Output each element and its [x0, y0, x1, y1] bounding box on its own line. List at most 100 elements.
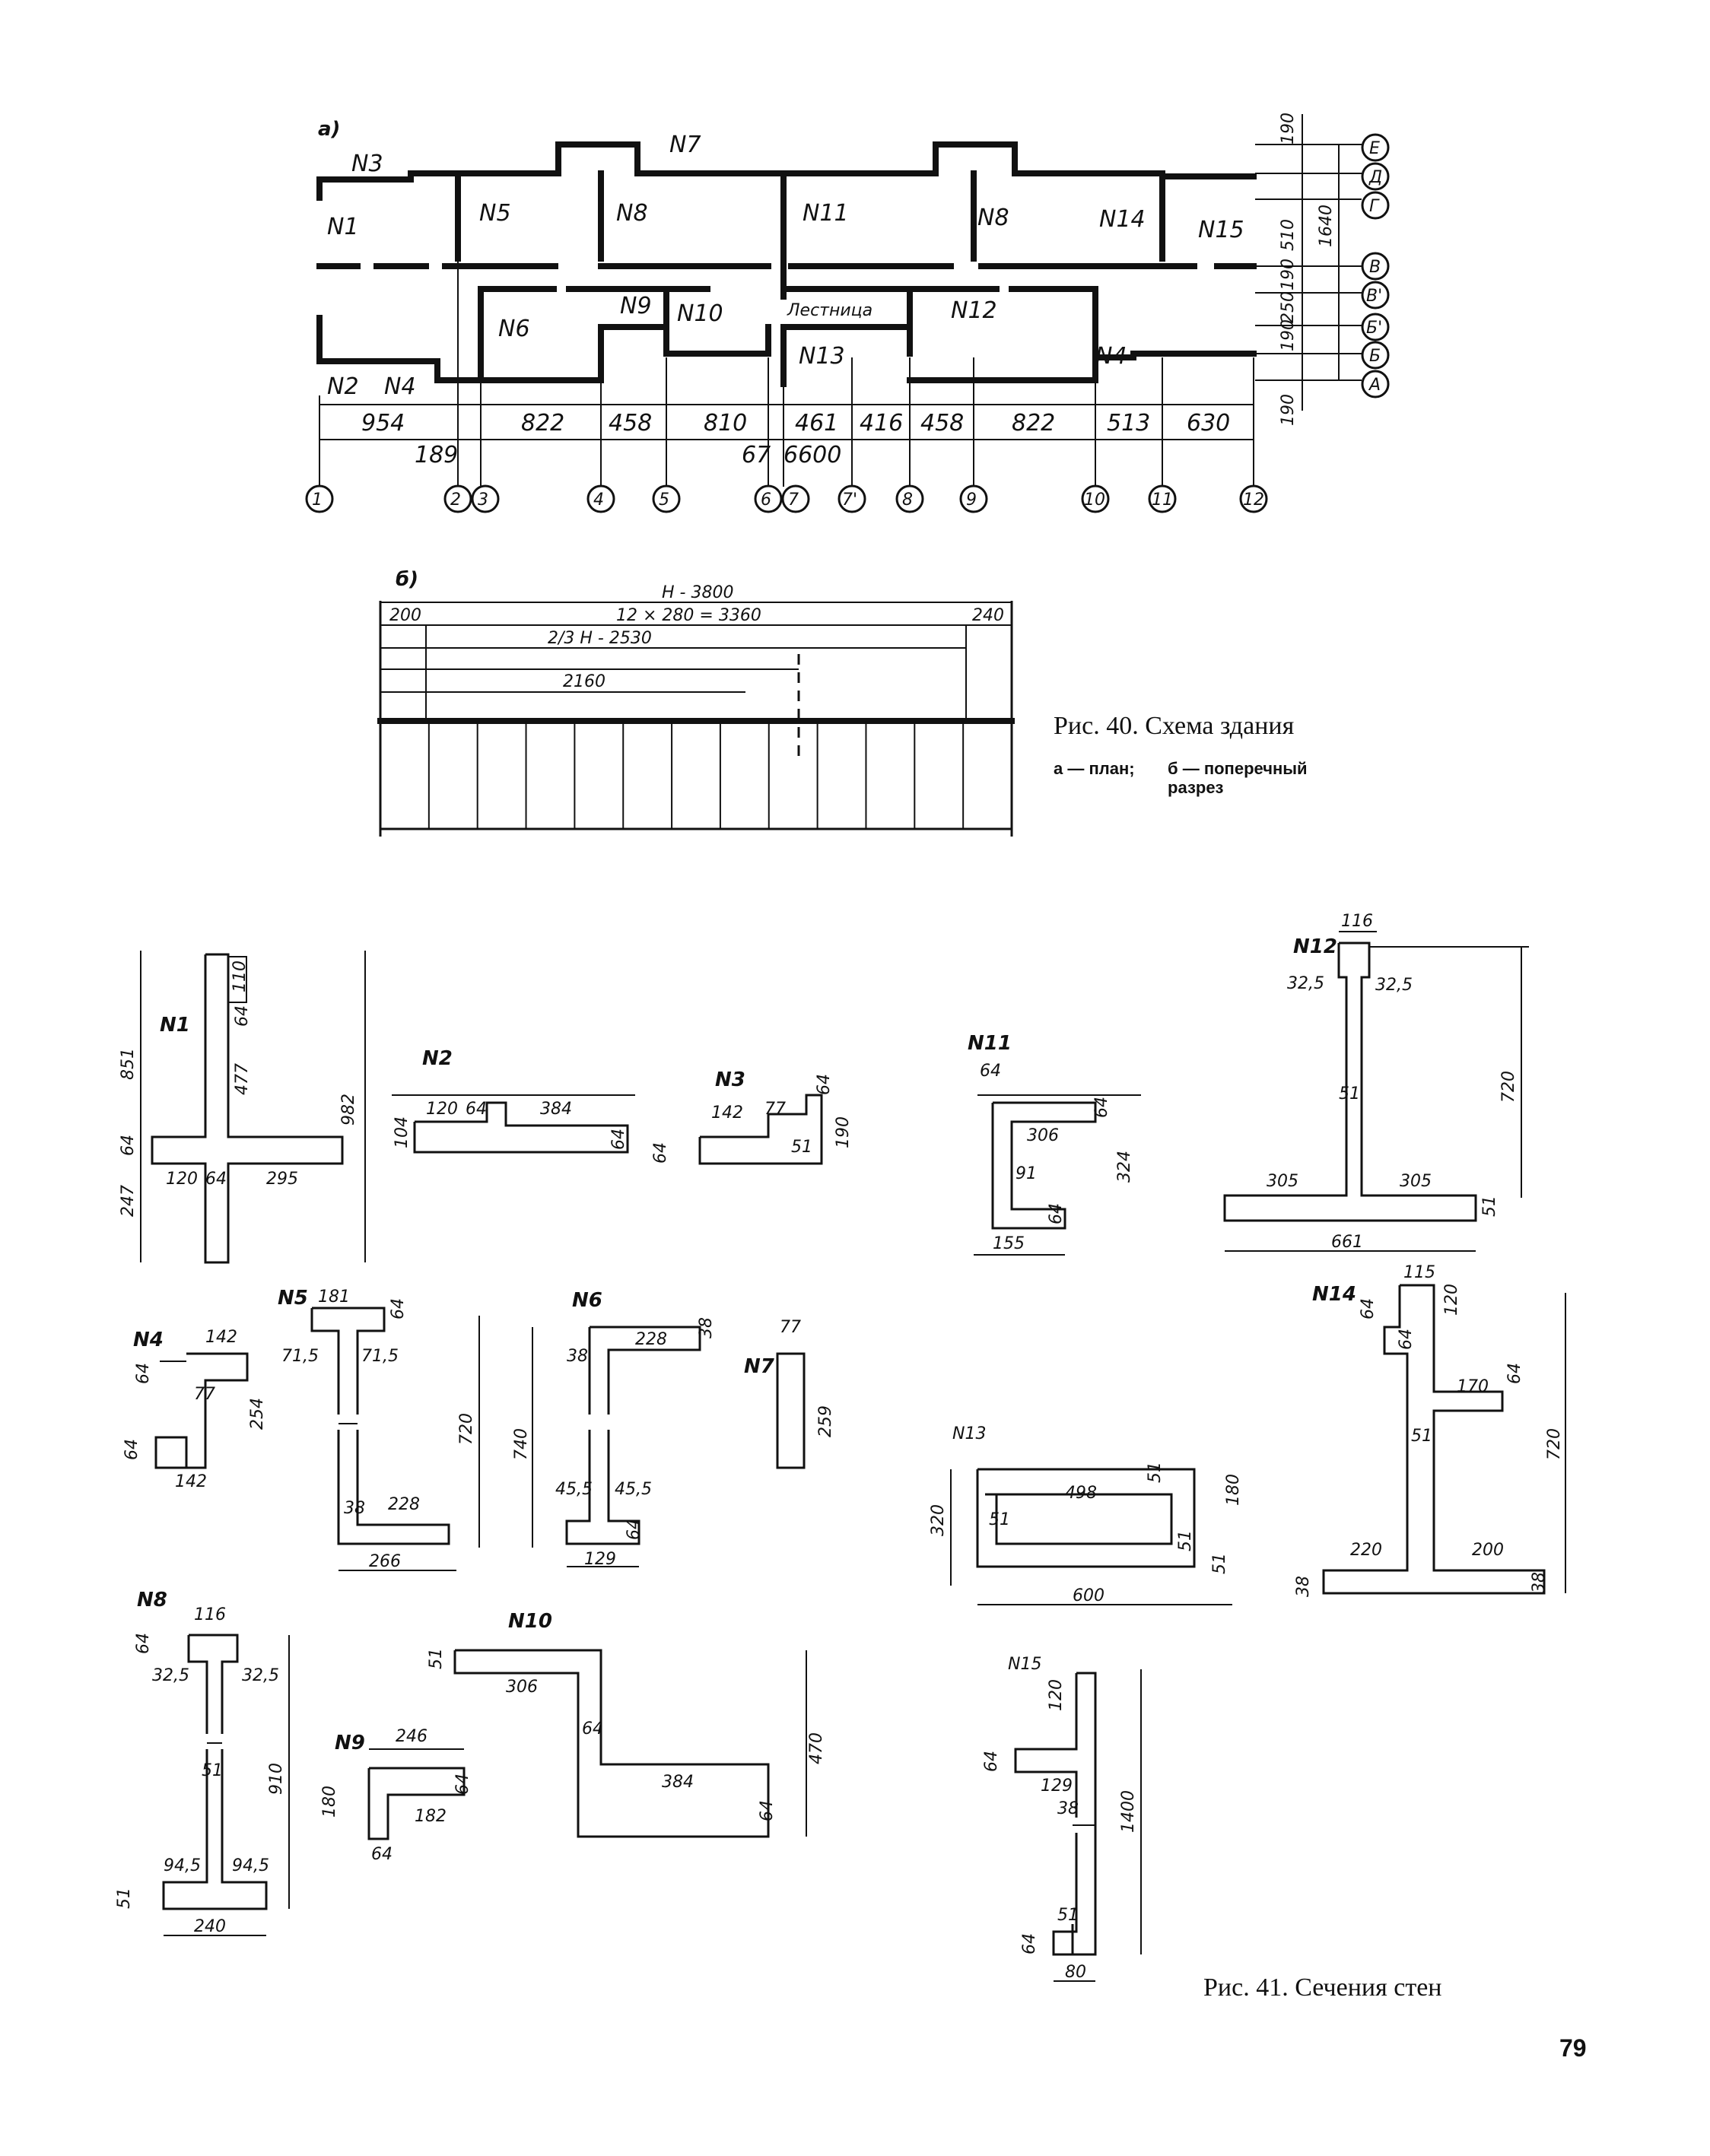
svg-text:51: 51	[202, 1761, 223, 1780]
svg-text:94,5: 94,5	[232, 1856, 269, 1875]
svg-text:116: 116	[194, 1605, 226, 1624]
section-n12: N12 116 32,5 32,5 51 720 305 305 51 661	[1223, 912, 1529, 1252]
svg-text:64: 64	[466, 1100, 487, 1119]
svg-text:220: 220	[1350, 1541, 1382, 1560]
svg-text:N8: N8	[137, 1589, 167, 1611]
svg-text:416: 416	[860, 410, 903, 437]
section-label: б)	[396, 568, 418, 591]
svg-text:80: 80	[1065, 1963, 1086, 1982]
svg-text:910: 910	[267, 1763, 286, 1795]
svg-text:306: 306	[506, 1678, 538, 1697]
svg-text:Д: Д	[1368, 168, 1382, 187]
svg-text:240: 240	[194, 1917, 226, 1936]
svg-text:2160: 2160	[563, 672, 605, 691]
plan-wall-labels: N3 N1 N2 N4 N5 N6 N7 N8 N9 N10 N11 N11 N…	[327, 132, 1244, 400]
svg-text:N4: N4	[1095, 343, 1127, 370]
svg-text:190: 190	[1279, 319, 1298, 351]
fig40-caption: Рис. 40. Схема здания	[1054, 712, 1295, 740]
svg-text:458: 458	[609, 410, 652, 437]
svg-text:305: 305	[1267, 1172, 1298, 1191]
svg-text:120: 120	[426, 1100, 458, 1119]
svg-text:N15: N15	[1198, 217, 1244, 243]
svg-text:513: 513	[1107, 410, 1150, 437]
svg-text:470: 470	[807, 1732, 826, 1764]
svg-text:305: 305	[1400, 1172, 1432, 1191]
svg-text:266: 266	[369, 1552, 401, 1571]
plan-axis-bubbles-bottom: 1 2 3 4 5 6 7 7' 8 9 10 11 12	[305, 484, 1268, 513]
svg-text:104: 104	[393, 1116, 412, 1148]
svg-text:N6: N6	[498, 316, 530, 342]
svg-text:295: 295	[266, 1170, 298, 1189]
svg-text:120: 120	[166, 1170, 198, 1189]
svg-text:64: 64	[134, 1633, 153, 1654]
fig40-legend-a: а — план;	[1054, 759, 1135, 778]
section-n10: N10 51 306 64 384 64 470	[427, 1610, 826, 1838]
svg-text:N5: N5	[479, 200, 511, 227]
svg-text:661: 661	[1331, 1233, 1363, 1252]
svg-text:228: 228	[635, 1330, 667, 1349]
svg-text:N4: N4	[133, 1329, 164, 1351]
svg-text:38: 38	[1057, 1799, 1079, 1818]
plan-drawing: а) N3 N1	[305, 113, 1390, 513]
svg-text:32,5: 32,5	[152, 1666, 189, 1685]
plan-right-dims: 190 510 1640 190 250 190 190	[1255, 113, 1362, 426]
svg-text:1400: 1400	[1119, 1790, 1138, 1833]
svg-text:115: 115	[1403, 1263, 1435, 1282]
svg-text:51: 51	[1339, 1084, 1360, 1103]
svg-text:N1: N1	[327, 214, 359, 240]
svg-text:51: 51	[115, 1888, 134, 1909]
section-n2: N2 120 64 384 104 64	[392, 1047, 635, 1154]
svg-text:32,5: 32,5	[242, 1666, 279, 1685]
section-n9: N9 246 180 64 182 64	[320, 1727, 472, 1864]
svg-text:51: 51	[1146, 1462, 1165, 1483]
svg-text:N9: N9	[335, 1732, 365, 1754]
svg-text:3: 3	[478, 491, 488, 510]
svg-text:N10: N10	[677, 300, 723, 327]
section-n15: N15 120 64 129 38 1400 51 64 80	[982, 1655, 1142, 1982]
svg-text:181: 181	[318, 1288, 350, 1307]
svg-text:N12: N12	[1293, 935, 1337, 958]
svg-text:А: А	[1368, 376, 1381, 395]
plan-span-dims: 954 822 458 810 461 416 458 822 513 630 …	[361, 410, 1230, 468]
svg-text:155: 155	[993, 1234, 1025, 1253]
svg-text:В': В'	[1366, 287, 1382, 306]
svg-text:64: 64	[1092, 1097, 1111, 1118]
plan-axis-bubbles-right: Е Д Г В В' Б' Б А	[1361, 133, 1390, 398]
svg-text:71,5: 71,5	[361, 1347, 399, 1366]
svg-text:180: 180	[1224, 1474, 1243, 1506]
section-n14: N14 115 64 64 120 170 64 51 720 220 200 …	[1294, 1263, 1566, 1597]
section-n1: N1 110 64 477 64 120 64 295 851 247 982	[119, 951, 366, 1264]
svg-text:N5: N5	[278, 1287, 308, 1310]
section-n13: N13 498 51 180 51 51 320 51 600	[929, 1424, 1243, 1605]
svg-text:64: 64	[233, 1005, 252, 1027]
svg-text:51: 51	[1480, 1195, 1499, 1217]
svg-text:2/3 H - 2530: 2/3 H - 2530	[548, 629, 652, 648]
svg-text:498: 498	[1065, 1484, 1097, 1503]
stair-comb	[428, 721, 965, 829]
svg-text:720: 720	[1545, 1428, 1564, 1460]
svg-text:N2: N2	[422, 1047, 453, 1070]
svg-text:12: 12	[1243, 491, 1264, 510]
section-drawing: б) H - 3800 12 × 280 = 3360 200 240 2/3 …	[377, 568, 1015, 837]
svg-text:94,5: 94,5	[164, 1856, 201, 1875]
svg-text:247: 247	[119, 1185, 138, 1217]
svg-text:N7: N7	[744, 1355, 775, 1378]
svg-text:11: 11	[1152, 491, 1173, 510]
svg-text:630: 630	[1187, 410, 1230, 437]
svg-text:N9: N9	[620, 293, 652, 319]
svg-text:190: 190	[1279, 259, 1298, 291]
svg-text:38: 38	[567, 1347, 588, 1366]
svg-text:1640: 1640	[1317, 205, 1336, 247]
svg-text:91: 91	[1016, 1164, 1037, 1183]
svg-text:N8: N8	[977, 205, 1009, 231]
svg-text:38: 38	[1530, 1572, 1549, 1593]
svg-text:461: 461	[795, 410, 838, 437]
plan-label: а)	[318, 118, 340, 141]
svg-text:129: 129	[1041, 1777, 1073, 1796]
svg-text:851: 851	[119, 1048, 138, 1080]
svg-text:250: 250	[1279, 291, 1298, 323]
svg-text:N10: N10	[508, 1610, 552, 1633]
svg-text:810: 810	[704, 410, 747, 437]
svg-text:77: 77	[194, 1385, 215, 1404]
svg-text:77: 77	[780, 1318, 801, 1337]
